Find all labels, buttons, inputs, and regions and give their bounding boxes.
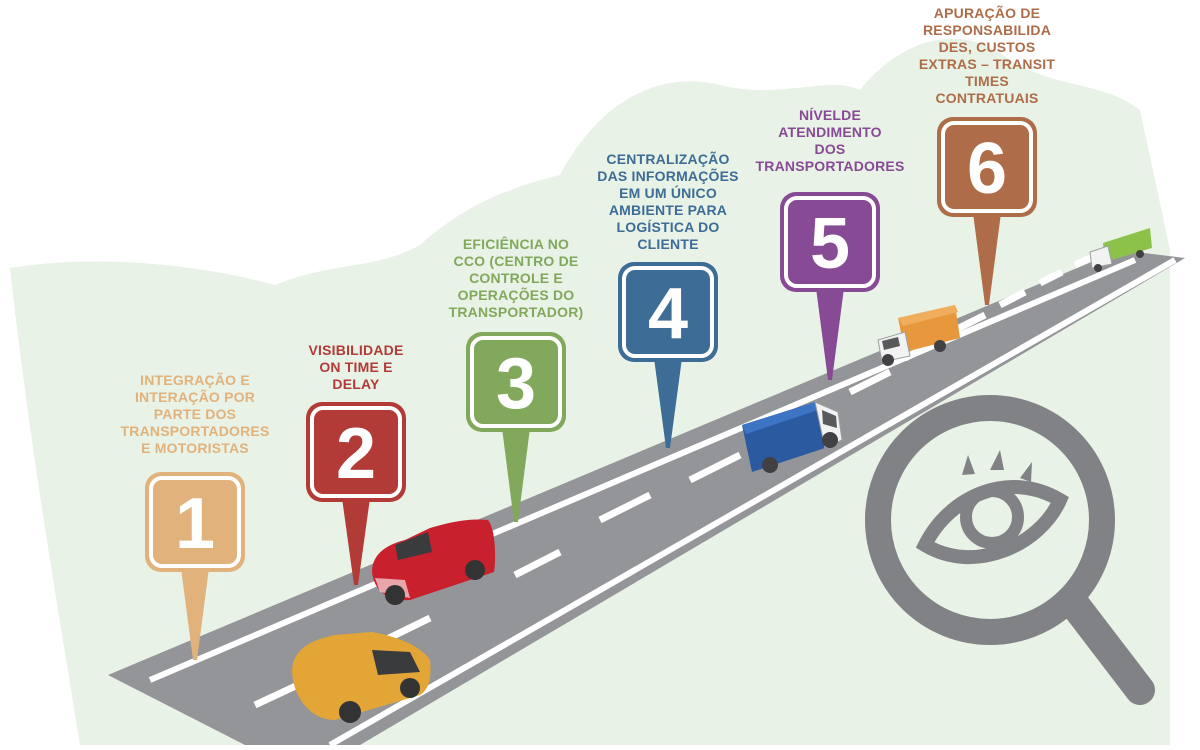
red-van [372, 519, 496, 605]
pin-badge [780, 192, 880, 292]
step-pin-1: 1 [145, 472, 245, 660]
pin-badge [466, 332, 566, 432]
blue-truck [742, 401, 843, 473]
step-label-2: VISIBILIDADE ON TIME E DELAY [308, 342, 404, 392]
pin-badge [618, 262, 718, 362]
step-label-1: INTEGRAÇÃO E INTERAÇÃO POR PARTE DOS TRA… [120, 372, 270, 456]
step-label-5: NÍVELDE ATENDIMENTO DOS TRANSPORTADORES [755, 107, 905, 174]
pin-badge-border [941, 121, 1033, 213]
step-label-4: CENTRALIZAÇÃO DAS INFORMAÇÕES EM UM ÚNIC… [597, 151, 739, 252]
step-pin-2: 2 [306, 402, 406, 585]
magnifier-eye-icon [865, 395, 1155, 705]
step-label-3: EFICIÊNCIA NO CCO (CENTRO DE CONTROLE E … [448, 236, 584, 320]
pin-badge [937, 117, 1037, 217]
pin-number: 6 [967, 129, 1007, 209]
pin-badge [306, 402, 406, 502]
pin-tail [342, 498, 370, 585]
step-pin-4: 4 [618, 262, 718, 448]
pin-badge-border [310, 406, 402, 498]
green-truck [1089, 228, 1152, 272]
pin-number: 3 [496, 344, 536, 424]
pin-number: 1 [175, 484, 215, 564]
pin-badge [145, 472, 245, 572]
pin-number: 5 [810, 204, 850, 284]
pin-tail [816, 288, 844, 380]
step-pin-5: 5 [780, 192, 880, 380]
pin-badge-border [470, 336, 562, 428]
pin-badge-border [622, 266, 714, 358]
step-label-6: APURAÇÃO DE RESPONSABILIDA DES, CUSTOS E… [918, 5, 1056, 106]
road [108, 250, 1185, 748]
pin-number: 4 [648, 274, 688, 354]
pin-number: 2 [336, 414, 376, 494]
orange-truck [877, 305, 960, 366]
step-pins: 1 2 3 4 5 6 [145, 117, 1037, 660]
pin-badge-border [784, 196, 876, 288]
pin-tail [181, 568, 209, 660]
step-pin-3: 3 [466, 332, 566, 522]
pin-tail [502, 428, 530, 522]
pin-tail [973, 213, 1001, 305]
pin-badge-border [149, 476, 241, 568]
pin-tail [654, 358, 682, 448]
step-pin-6: 6 [937, 117, 1037, 305]
yellow-van [292, 632, 431, 723]
